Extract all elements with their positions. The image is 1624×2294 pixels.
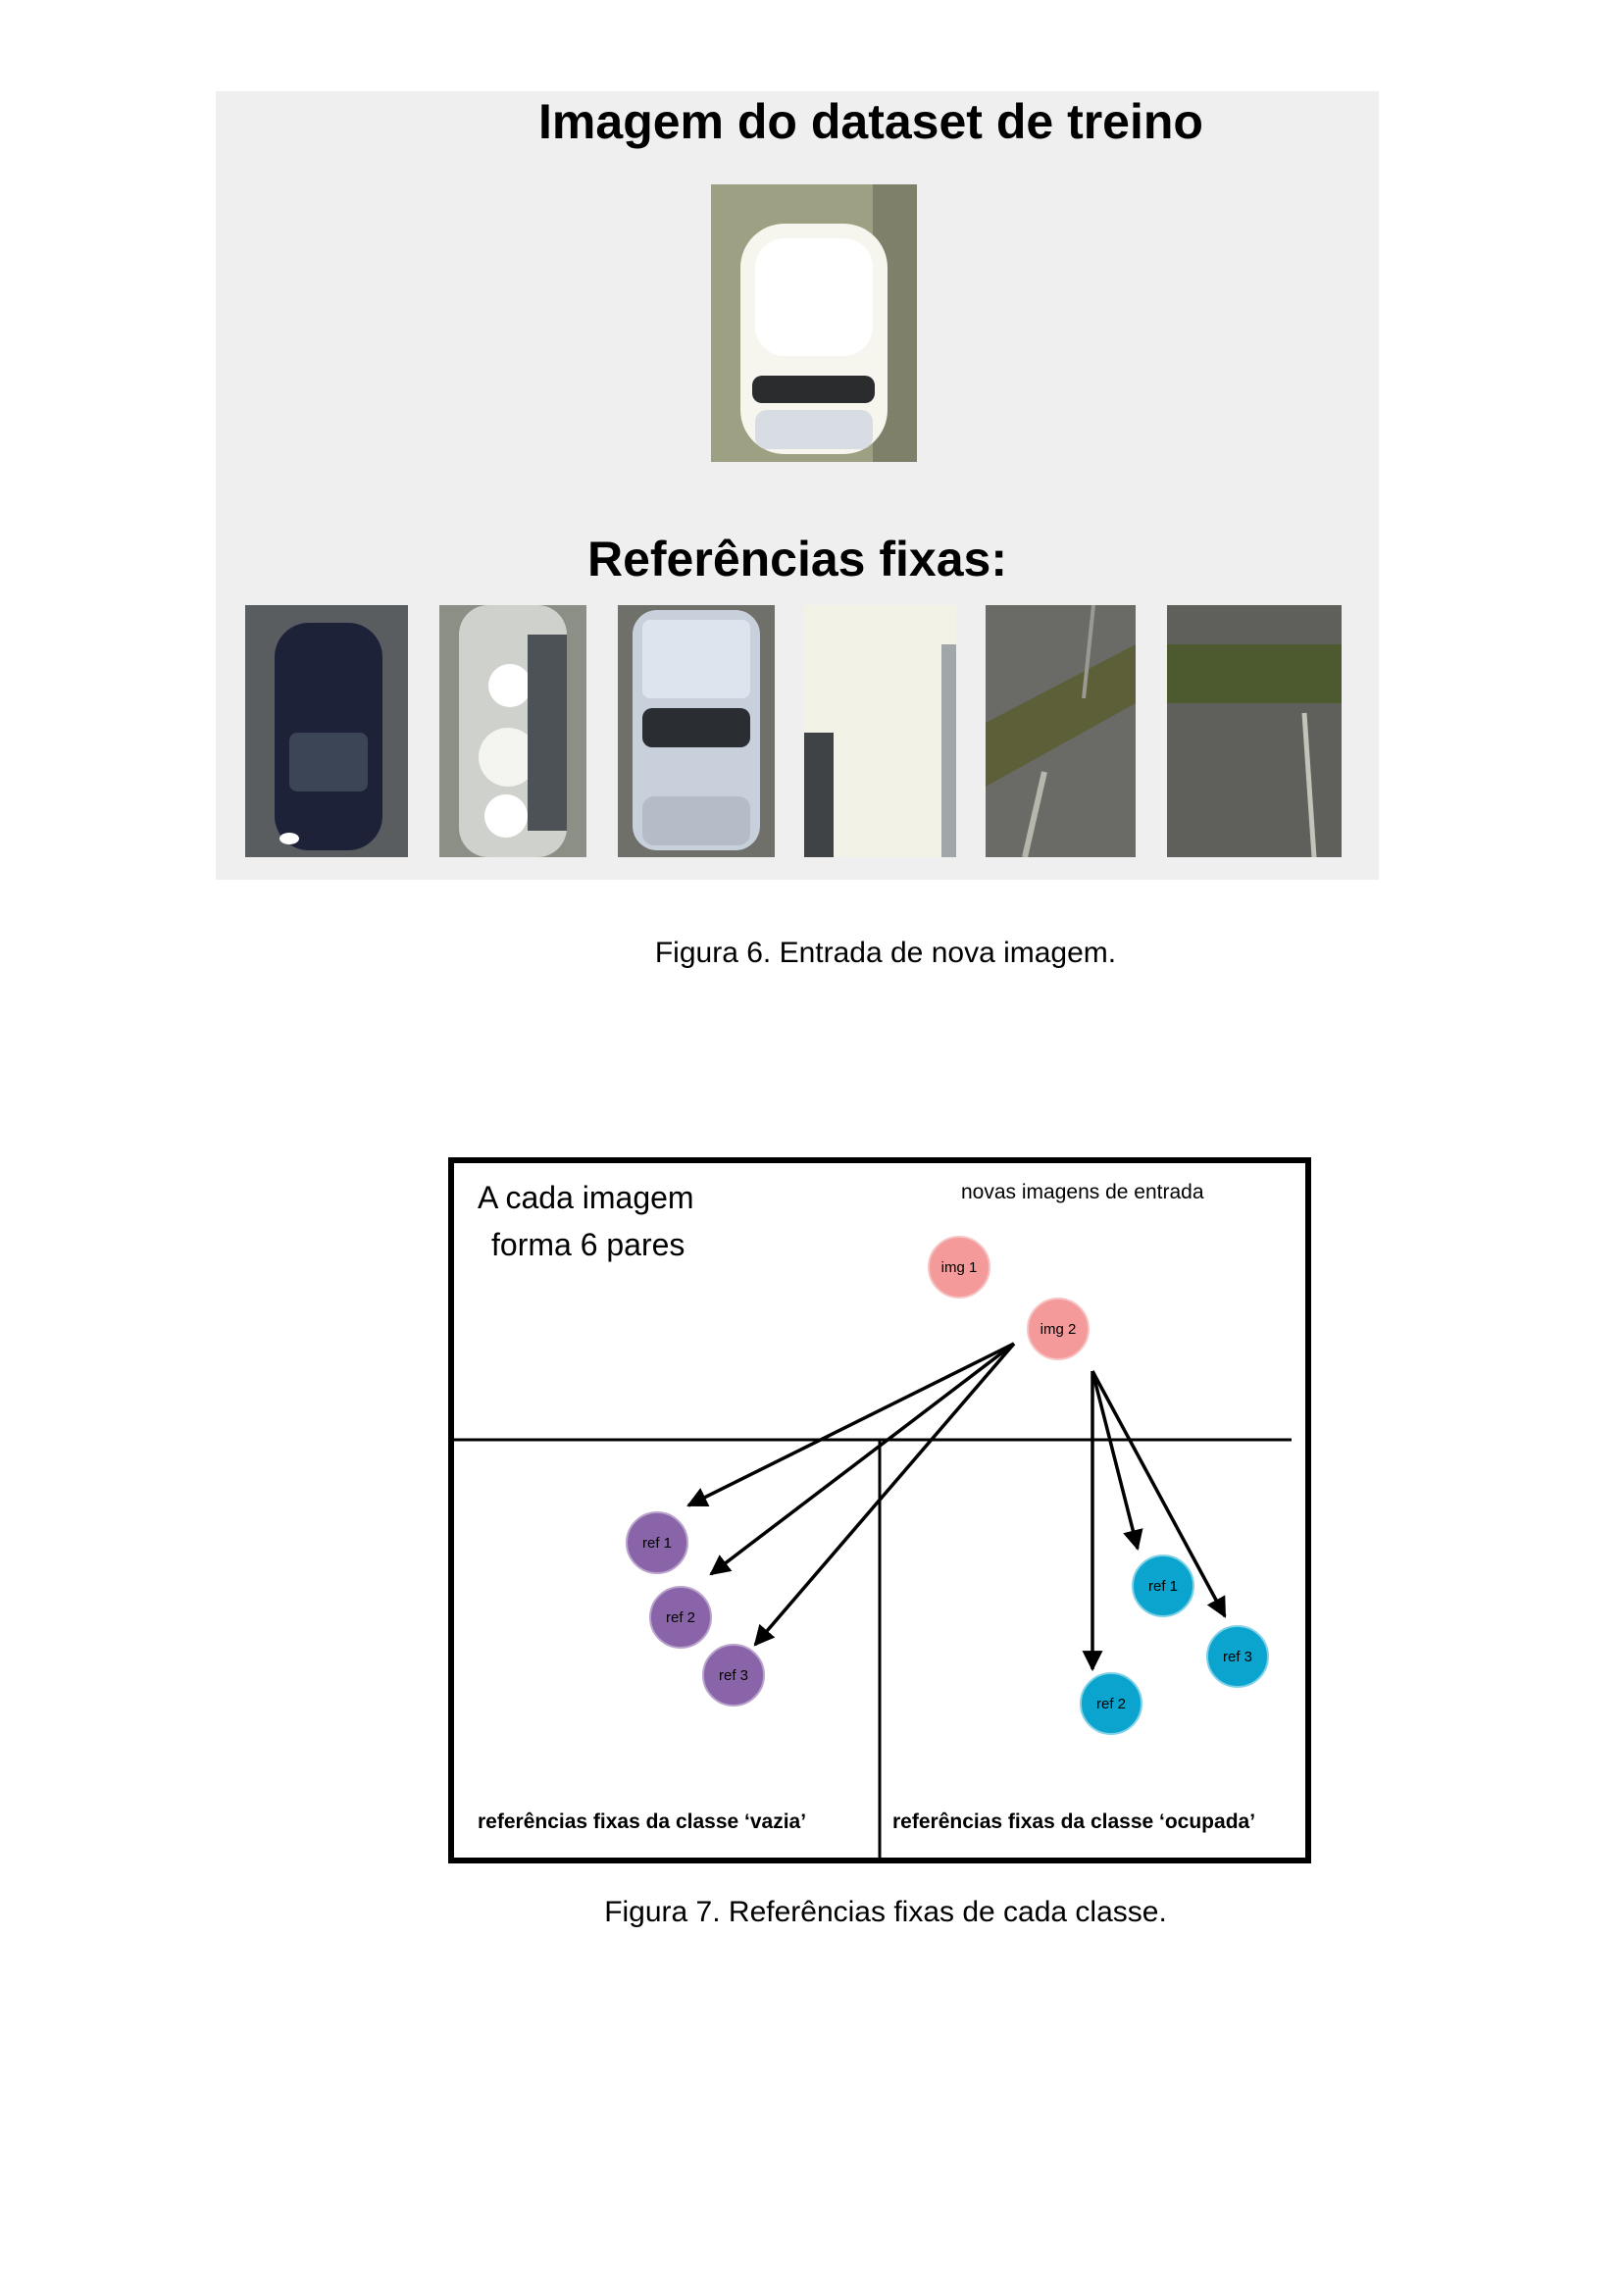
- input-image-1-node: img 1: [928, 1236, 990, 1299]
- input-image-2-label: img 2: [1040, 1321, 1077, 1338]
- empty-ref-3-label: ref 3: [719, 1667, 748, 1684]
- empty-ref-1-label: ref 1: [642, 1535, 672, 1552]
- occupied-ref-2-node: ref 2: [1080, 1672, 1142, 1735]
- arrow-to-empty-ref-1: [686, 1342, 1015, 1507]
- reference-image-dark-car: [245, 605, 408, 857]
- empty-ref-2-node: ref 2: [649, 1586, 712, 1649]
- figure-6-caption: Figura 6. Entrada de nova imagem.: [654, 937, 1117, 969]
- arrow-to-empty-ref-2: [709, 1342, 1016, 1576]
- reference-image-silver-car: [618, 605, 775, 857]
- reference-image-empty-lot-2: [1167, 605, 1342, 857]
- occupied-ref-1-label: ref 1: [1148, 1578, 1178, 1595]
- input-image-2-node: img 2: [1027, 1298, 1090, 1360]
- heading-line-1: A cada imagem: [478, 1180, 694, 1215]
- occupied-ref-3-node: ref 3: [1206, 1625, 1269, 1688]
- figure-7-diagram: A cada imagem forma 6 pares novas imagen…: [448, 1157, 1311, 1863]
- training-image-white-car: [711, 184, 917, 462]
- arrow-to-occupied-ref-1: [1091, 1370, 1143, 1552]
- occupied-ref-3-label: ref 3: [1223, 1649, 1252, 1665]
- reference-image-light-car-partial: [439, 605, 586, 857]
- empty-class-label: referências fixas da classe ‘vazia’: [478, 1810, 806, 1833]
- figure-7-caption: Figura 7. Referências fixas de cada clas…: [604, 1896, 1167, 1928]
- occupied-ref-2-label: ref 2: [1096, 1696, 1126, 1712]
- empty-ref-3-node: ref 3: [702, 1644, 765, 1707]
- heading-line-2: forma 6 pares: [491, 1227, 685, 1262]
- arrow-to-occupied-ref-3: [1091, 1370, 1227, 1618]
- arrow-to-empty-ref-3: [753, 1342, 1016, 1647]
- occupied-ref-1-node: ref 1: [1132, 1555, 1194, 1617]
- reference-image-white-blur: [804, 605, 956, 857]
- input-image-1-label: img 1: [941, 1259, 978, 1276]
- empty-ref-1-node: ref 1: [626, 1511, 688, 1574]
- fixed-references-title: Referências fixas:: [586, 532, 1007, 586]
- empty-ref-2-label: ref 2: [666, 1609, 695, 1626]
- figure-6-panel: Imagem do dataset de treino Referências …: [216, 91, 1379, 880]
- reference-image-empty-lot-1: [986, 605, 1136, 857]
- new-images-label: novas imagens de entrada: [961, 1181, 1204, 1203]
- training-image-title: Imagem do dataset de treino: [538, 94, 1203, 149]
- occupied-class-label: referências fixas da classe ‘ocupada’: [892, 1810, 1255, 1833]
